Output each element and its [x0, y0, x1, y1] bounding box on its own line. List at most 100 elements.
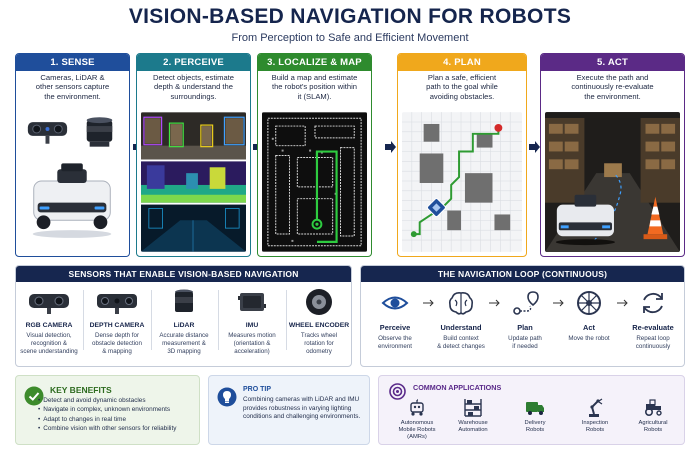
loop-step-understand: Understand Build context& detect changes — [431, 288, 491, 351]
slam-map-illustration — [262, 112, 367, 252]
loop-step-name: Plan — [517, 323, 533, 332]
list-item: Adapt to changes in real time — [38, 415, 176, 424]
robot-arm-icon — [584, 396, 606, 418]
loop-arrow-icon — [489, 299, 501, 307]
wheel-steer-icon — [574, 288, 604, 318]
navigation-loop-heading: THE NAVIGATION LOOP (CONTINUOUS) — [361, 266, 684, 282]
loop-step-name: Act — [583, 323, 595, 332]
key-benefits-list: Detect and avoid dynamic obstacles Navig… — [38, 396, 176, 433]
stage-localize-map-label: 3. LOCALIZE & MAP — [258, 54, 371, 71]
stage-sense: 1. SENSE Cameras, LiDAR &other sensors c… — [15, 53, 130, 257]
sensor-name: LiDAR — [173, 322, 195, 329]
wheel-icon — [291, 288, 347, 316]
stage-localize-map-illustration — [262, 112, 367, 252]
list-item: Combine vision with other sensors for re… — [38, 424, 176, 433]
key-benefits-panel: KEY BENEFITS Detect and avoid dynamic ob… — [15, 375, 200, 445]
stage-perceive-label: 2. PERCEIVE — [137, 54, 250, 71]
stage-act-illustration — [545, 112, 680, 252]
pro-tip-heading: PRO TIP — [243, 386, 272, 393]
sensor-name: DEPTH CAMERA — [89, 322, 145, 329]
loop-step-description: Move the robot — [568, 335, 610, 342]
stage-act-label: 5. ACT — [541, 54, 684, 71]
stage-perceive-illustration — [141, 112, 246, 252]
path-planning-grid-illustration — [402, 112, 522, 252]
sensors-heading: SENSORS THAT ENABLE VISION-BASED NAVIGAT… — [16, 266, 351, 282]
stage-sense-label: 1. SENSE — [16, 54, 129, 71]
divider — [151, 290, 152, 350]
eye-icon — [380, 288, 410, 318]
divider — [218, 290, 219, 350]
pro-tip-text: Combining cameras with LiDAR and IMU pro… — [243, 396, 361, 421]
delivery-truck-icon — [524, 396, 546, 418]
loop-step-act: Act Move the robot — [559, 288, 619, 343]
page-subtitle: From Perception to Safe and Efficient Mo… — [231, 32, 469, 44]
brain-icon — [446, 288, 476, 318]
stage-localize-map: 3. LOCALIZE & MAP Build a map and estima… — [257, 53, 372, 257]
lightbulb-icon — [217, 387, 237, 407]
key-benefits-heading: KEY BENEFITS — [50, 385, 112, 395]
stage-arrow-icon — [528, 140, 541, 154]
route-icon — [510, 288, 540, 318]
perception-views-illustration — [141, 112, 246, 252]
depth-camera-icon — [89, 288, 145, 316]
divider — [286, 290, 287, 350]
imu-icon — [224, 288, 280, 316]
stage-plan-illustration — [402, 112, 522, 252]
divider — [83, 290, 84, 350]
sensor-description: Visual detection,recognition &scene unde… — [20, 332, 78, 356]
tractor-icon — [642, 396, 664, 418]
loop-step-name: Understand — [440, 323, 482, 332]
list-item: Navigate in complex, unknown environment… — [38, 405, 176, 414]
stage-sense-illustration — [20, 112, 125, 252]
pro-tip-panel: PRO TIP Combining cameras with LiDAR and… — [208, 375, 370, 445]
sensor-description: Measures motion(orientation &acceleratio… — [228, 332, 276, 356]
lidar-icon — [156, 288, 212, 316]
loop-arrow-icon — [617, 299, 629, 307]
sensor-name: RGB CAMERA — [25, 322, 73, 329]
list-item: Detect and avoid dynamic obstacles — [38, 396, 176, 405]
sensor-name: IMU — [245, 322, 259, 329]
sensor-name: WHEEL ENCODER — [288, 322, 350, 329]
robot-warehouse-scene-illustration — [545, 112, 680, 252]
amr-icon — [406, 396, 428, 418]
sensors-panel: SENSORS THAT ENABLE VISION-BASED NAVIGAT… — [15, 265, 352, 367]
rgb-camera-icon — [21, 288, 77, 316]
loop-step-name: Perceive — [379, 323, 411, 332]
navigation-loop-panel: THE NAVIGATION LOOP (CONTINUOUS) Perceiv… — [360, 265, 685, 367]
target-icon — [389, 383, 406, 400]
loop-step-description: Build context& detect changes — [437, 335, 485, 351]
warehouse-shelf-icon — [462, 396, 484, 418]
sensor-imu: IMU Measures motion(orientation &acceler… — [219, 288, 285, 356]
loop-arrow-icon — [423, 299, 435, 307]
loop-arrow-icon — [553, 299, 565, 307]
loop-step-name: Re-evaluate — [632, 323, 674, 332]
